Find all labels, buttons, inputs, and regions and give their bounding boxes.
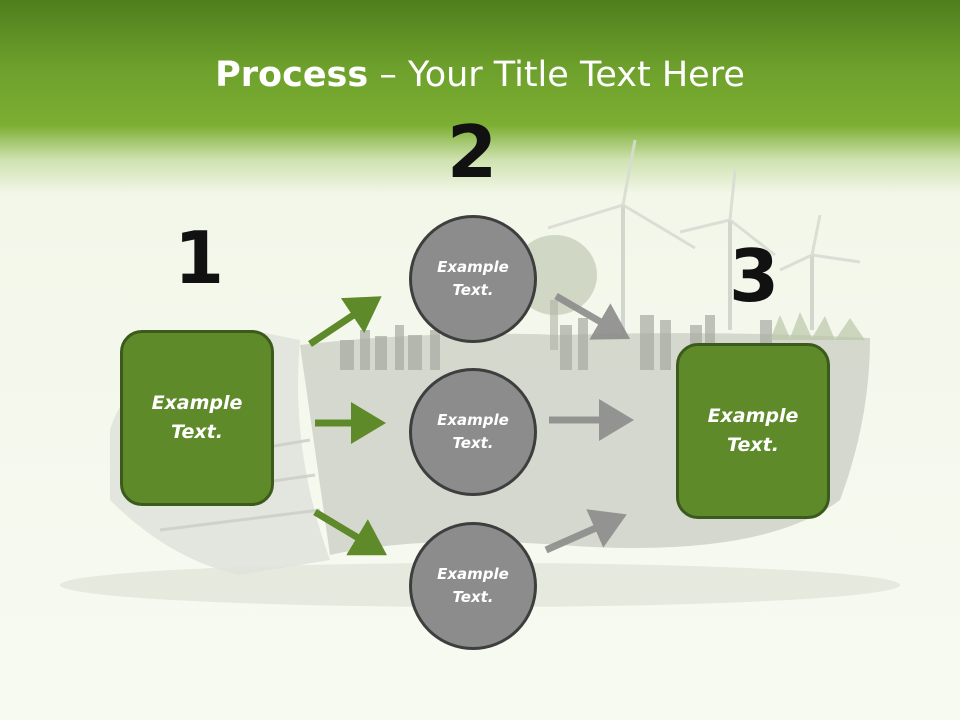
step-3-box: Example Text. <box>676 343 830 519</box>
circle-bottom-label: Example Text. <box>437 565 509 606</box>
arrow-gray-down <box>554 292 631 340</box>
step-3-label: Example Text. <box>707 405 799 456</box>
arrow-green-up <box>308 296 382 347</box>
step-2-circle-bottom: Example Text. <box>409 522 537 650</box>
step-2-circle-top: Example Text. <box>409 215 537 343</box>
arrow-gray-up <box>544 509 627 554</box>
step-number-2: 2 <box>446 110 498 194</box>
step-1-box: Example Text. <box>120 330 274 506</box>
step-number-3: 3 <box>728 234 780 318</box>
slide-title: Process – Your Title Text Here <box>0 52 960 98</box>
circle-top-label: Example Text. <box>437 258 509 299</box>
title-bold: Process <box>215 55 369 95</box>
title-rest: – Your Title Text Here <box>368 55 745 95</box>
step-2-circle-middle: Example Text. <box>409 368 537 496</box>
arrow-green-down <box>313 508 388 556</box>
step-1-label: Example Text. <box>151 392 243 443</box>
step-number-1: 1 <box>173 216 225 300</box>
circle-middle-label: Example Text. <box>437 411 509 452</box>
